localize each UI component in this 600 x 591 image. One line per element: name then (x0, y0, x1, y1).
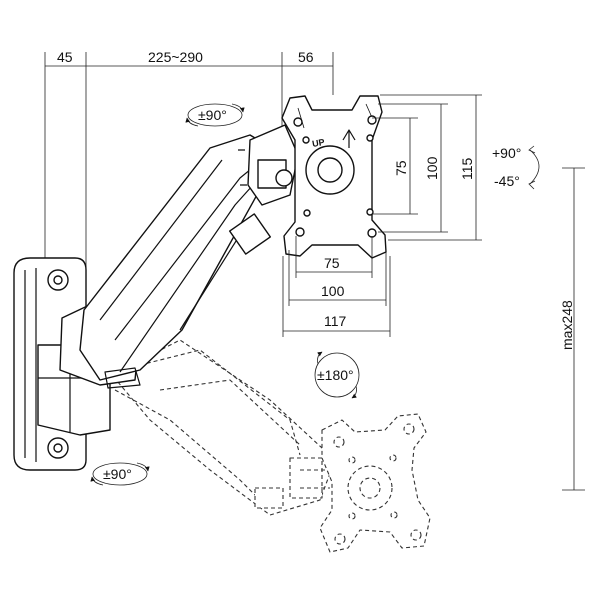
upper-arm (79, 124, 299, 389)
rotation-screen: ±180° (314, 351, 360, 399)
plate-up-marking: UP (311, 137, 325, 149)
dim-label-v75: 75 (393, 160, 409, 176)
tilt-callout: +90° -45° (492, 145, 540, 190)
rotation-label-arm-top: ±90° (198, 107, 227, 123)
dim-label-max248: max248 (559, 300, 575, 350)
vesa-vertical-dimensions: 75 100 115 (372, 94, 482, 241)
tilt-label-up: +90° (492, 145, 521, 161)
lowered-arm-ghost (111, 339, 431, 553)
dim-label-v100: 100 (424, 156, 440, 180)
dim-label-h75: 75 (324, 255, 340, 271)
dim-label-h100: 100 (321, 283, 345, 299)
dim-label-225-290: 225~290 (148, 49, 203, 65)
rotation-arm-bottom: ±90° (90, 462, 150, 486)
dim-label-45: 45 (57, 49, 73, 65)
vesa-plate: UP (281, 95, 387, 259)
vesa-horizontal-dimensions: 75 100 117 (282, 236, 391, 337)
dim-label-h117: 117 (324, 313, 347, 329)
rotation-arm-top: ±90° (185, 103, 245, 127)
top-dimensions: 45 225~290 56 (44, 49, 334, 300)
dim-label-v115: 115 (459, 157, 475, 180)
height-dimension: max248 (559, 167, 585, 491)
rotation-label-screen: ±180° (317, 367, 354, 383)
dim-label-56: 56 (298, 49, 314, 65)
rotation-label-arm-bottom: ±90° (103, 466, 132, 482)
tilt-label-down: -45° (494, 173, 520, 189)
